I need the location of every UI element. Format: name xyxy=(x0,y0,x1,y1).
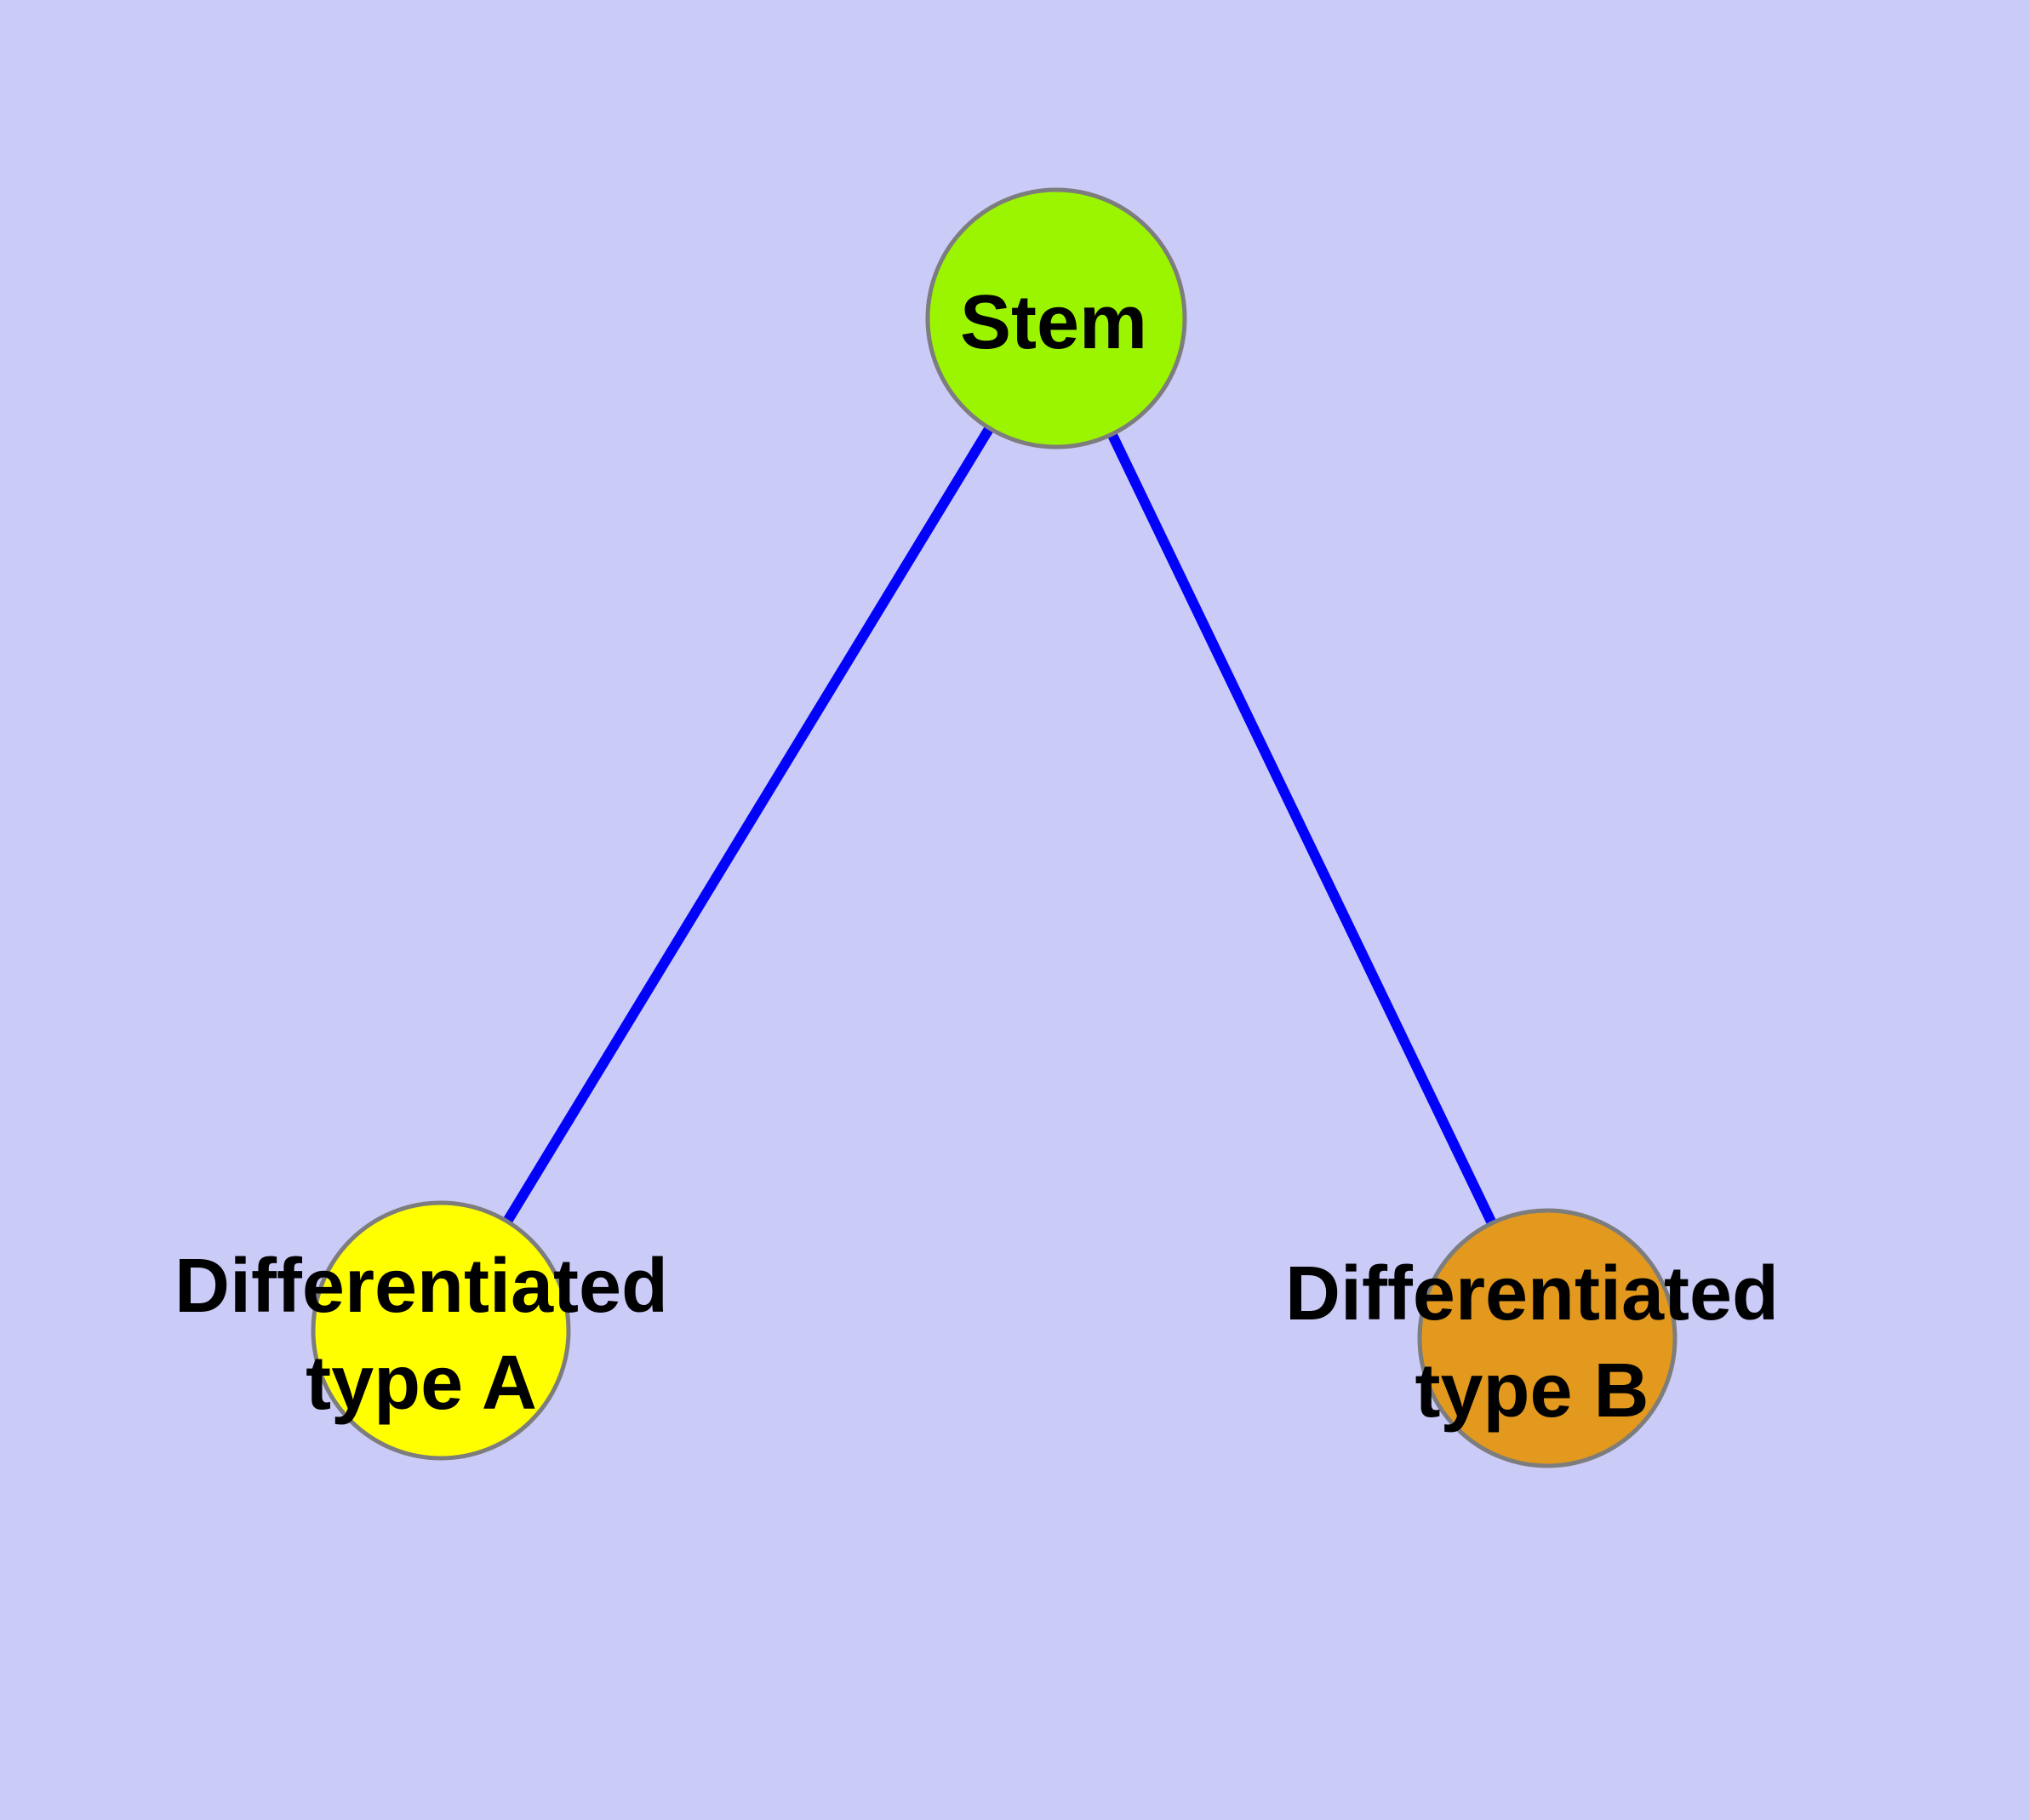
node-differentiated-type-b xyxy=(1417,1208,1677,1468)
node-differentiated-type-a-label-line2: type A xyxy=(306,1341,537,1426)
node-differentiated-type-a xyxy=(311,1200,571,1461)
edge-stem-to-type-b xyxy=(1051,316,1552,1341)
node-differentiated-type-a-label-line1: Differentiated xyxy=(174,1244,668,1329)
node-differentiated-type-b-label-line2: type B xyxy=(1415,1348,1649,1434)
node-stem xyxy=(925,187,1187,449)
node-stem-label: Stem xyxy=(960,280,1147,365)
node-differentiated-type-b-label-line1: Differentiated xyxy=(1285,1251,1779,1336)
edge-stem-to-type-a xyxy=(436,315,1061,1334)
